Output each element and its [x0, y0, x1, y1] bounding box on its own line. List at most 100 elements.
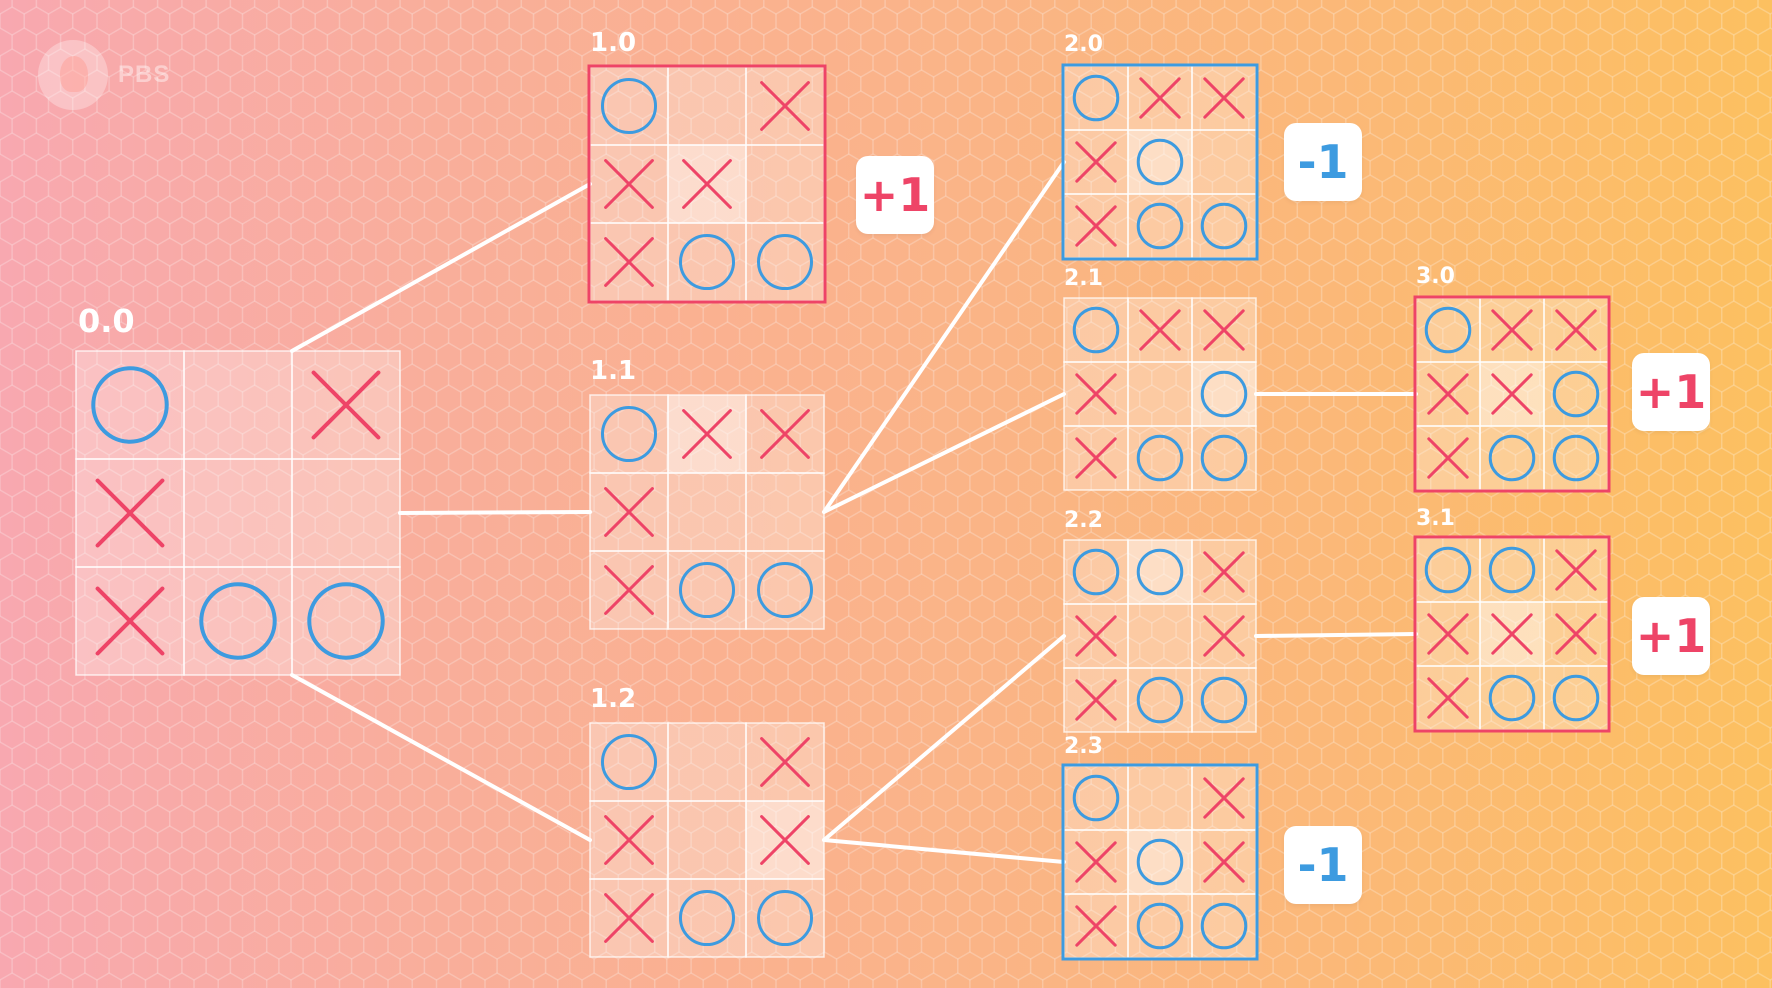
hex-cell: [775, 342, 801, 372]
hex-cell: [326, 237, 353, 267]
hex-cell: [1526, 216, 1553, 246]
hex-cell: [860, 321, 886, 351]
hex-cell: [168, 384, 195, 414]
hex-cell: [1757, 0, 1772, 15]
hex-cell: [1575, 384, 1602, 414]
hex-cell: [35, 321, 62, 351]
hex-cell: [1114, 6, 1141, 36]
hex-cell: [678, 48, 704, 78]
hex-cell: [1563, 447, 1590, 477]
hex-cell: [920, 300, 947, 330]
hex-cell: [84, 27, 110, 57]
hex-cell: [1272, 27, 1299, 57]
hex-cell: [981, 0, 1008, 15]
board-cell: [667, 66, 747, 146]
hex-cell: [1005, 405, 1032, 435]
hex-cell: [484, 342, 510, 372]
hex-cell: [205, 279, 232, 309]
hex-cell: [605, 258, 632, 288]
hex-cell: [1405, 384, 1432, 414]
hex-cell: [787, 153, 814, 183]
hex-cell: [896, 48, 923, 78]
hex-cell: [1563, 195, 1590, 225]
hex-cell: [1296, 447, 1323, 477]
hex-cell: [1708, 69, 1735, 99]
hex-cell: [969, 132, 995, 162]
hex-cell: [1757, 195, 1772, 225]
hex-cell: [981, 27, 1008, 57]
hex-cell: [350, 363, 377, 393]
hex-cell: [1757, 237, 1772, 267]
hex-cell: [1623, 132, 1650, 162]
hex-cell: [496, 363, 523, 393]
hex-cell: [1187, 174, 1214, 204]
hex-cell: [1769, 222, 1772, 240]
hex-cell: [472, 195, 498, 225]
hex-cell: [229, 0, 256, 15]
hex-cell: [472, 279, 498, 309]
hex-cell: [653, 342, 680, 372]
hex-cell: [435, 216, 462, 246]
hex-cell: [1248, 111, 1274, 141]
hex-cell: [1745, 6, 1771, 36]
hex-cell: [1563, 153, 1590, 183]
hex-cell: [1417, 0, 1444, 15]
hex-cell: [581, 174, 607, 204]
hex-cell: [71, 48, 98, 78]
hex-cell: [1248, 0, 1274, 15]
hex-cell: [132, 69, 159, 99]
hex-cell: [0, 447, 13, 477]
hex-cell: [362, 174, 389, 204]
hex-cell: [1345, 405, 1371, 435]
tree-edge-2.2-3.1: [1254, 632, 1418, 638]
hex-cell: [35, 405, 62, 435]
hex-cell: [944, 426, 971, 456]
hex-cell: [1405, 6, 1432, 36]
hex-cell: [1005, 27, 1032, 57]
score-badge-1.0: +1: [856, 156, 934, 234]
hex-cell: [23, 216, 50, 246]
hex-cell: [1587, 363, 1614, 393]
hex-cell: [108, 0, 135, 15]
hex-cell: [23, 6, 50, 36]
hex-cell: [1648, 90, 1674, 120]
hex-cell: [835, 405, 862, 435]
hex-cell: [908, 111, 935, 141]
hex-cell: [338, 300, 365, 330]
hex-cell: [932, 279, 959, 309]
hex-cell: [496, 153, 523, 183]
hex-cell: [1708, 279, 1735, 309]
hex-cell: [47, 468, 74, 498]
hex-cell: [144, 216, 171, 246]
hex-cell: [1696, 426, 1723, 456]
hex-cell: [96, 426, 122, 456]
hex-cell: [1551, 90, 1577, 120]
hex-cell: [532, 426, 559, 456]
hex-cell: [1090, 48, 1117, 78]
hex-cell: [253, 111, 280, 141]
hex-cell: [1478, 426, 1505, 456]
hex-cell: [1551, 216, 1577, 246]
hex-cell: [120, 258, 147, 288]
hex-cell: [1502, 48, 1529, 78]
board-cell: [1127, 361, 1193, 427]
hex-cell: [1223, 27, 1250, 57]
hex-cell: [787, 195, 814, 225]
hex-cell: [532, 48, 559, 78]
hex-cell: [1684, 237, 1711, 267]
hex-cell: [1696, 132, 1723, 162]
hex-cell: [1163, 48, 1189, 78]
hex-cell: [872, 48, 898, 78]
hex-cell: [387, 300, 413, 330]
hex-cell: [653, 216, 680, 246]
hex-cell: [181, 447, 207, 477]
hex-cell: [96, 48, 122, 78]
hex-cell: [1466, 0, 1493, 15]
hex-cell: [1672, 300, 1699, 330]
hex-cell: [1696, 216, 1723, 246]
hex-cell: [144, 342, 171, 372]
hex-cell: [1138, 342, 1165, 372]
hex-cell: [229, 405, 256, 435]
hex-cell: [969, 300, 995, 330]
hex-cell: [1490, 195, 1517, 225]
